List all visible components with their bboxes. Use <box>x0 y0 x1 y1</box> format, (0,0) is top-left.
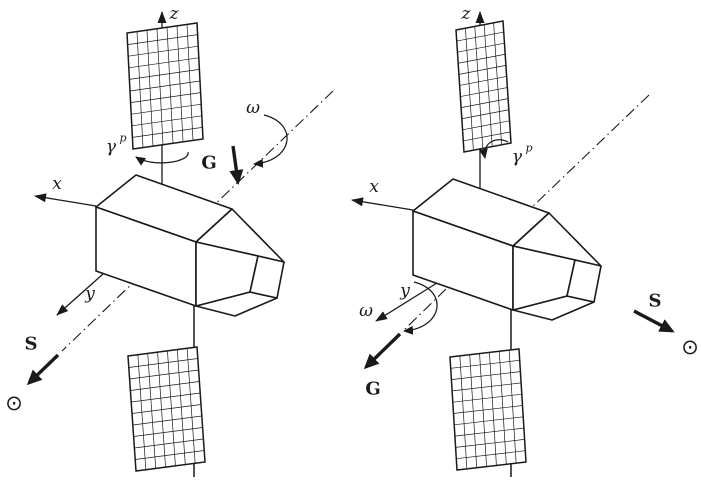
panel-angle-superscript: p <box>525 142 532 155</box>
x-axis-label: x <box>369 177 379 197</box>
angular-velocity-arrow <box>253 114 288 168</box>
panel-angle-label: γ <box>106 137 117 157</box>
y-axis-label: y <box>399 281 410 301</box>
gravity-vector-arrow <box>229 145 244 185</box>
angular-velocity-label: ω <box>246 98 260 118</box>
solar-panel-lower <box>449 348 527 471</box>
z-axis-label: z <box>169 4 180 24</box>
solar-panel-grid <box>128 348 205 470</box>
sun-vector-arrow <box>633 309 675 333</box>
spacecraft-config-left: z x y γ p ω G S ⊙ <box>5 4 334 477</box>
panel-angle-arrow <box>478 139 509 159</box>
gravity-vector-label: G <box>201 153 216 174</box>
nose-end-face <box>249 255 285 299</box>
sun-vector-label: S <box>649 291 662 312</box>
circled-dot-icon: ⊙ <box>681 335 699 359</box>
gravity-vector-arrow <box>363 332 402 370</box>
y-axis-line <box>375 282 438 322</box>
solar-panel-upper <box>126 22 204 150</box>
sun-vector-label: S <box>25 334 38 355</box>
circled-dot-icon: ⊙ <box>5 391 23 415</box>
spacecraft-body <box>95 174 285 317</box>
solar-panel-grid <box>127 24 203 148</box>
spacecraft-body <box>412 178 602 321</box>
gravity-vector-label: G <box>365 379 380 400</box>
rotation-axis-line-lower <box>61 275 141 352</box>
y-axis-line <box>56 273 104 316</box>
panel-angle-arrow <box>135 151 189 166</box>
panel-angle-label: γ <box>512 147 523 167</box>
z-axis-label: z <box>461 4 472 24</box>
spacecraft-config-right: z x y γ p ω G S ⊙ <box>351 4 699 477</box>
sun-vector-arrow <box>26 353 60 386</box>
x-axis-label: x <box>52 174 62 194</box>
solar-panel-lower <box>127 346 206 472</box>
solar-panel-face <box>455 20 512 153</box>
y-axis-label: y <box>84 284 95 304</box>
solar-panel-grid <box>456 22 511 151</box>
rotation-axis-line-upper <box>528 94 650 211</box>
panel-angle-superscript: p <box>119 132 126 145</box>
angular-velocity-label: ω <box>359 301 373 321</box>
solar-panel-grid <box>450 350 526 469</box>
rotation-axis-line-upper <box>207 90 334 212</box>
angular-velocity-arrow <box>403 281 438 335</box>
rotation-axis-line-lower <box>403 288 447 331</box>
x-axis-line <box>34 193 97 207</box>
nose-end-face <box>566 259 602 303</box>
solar-panel-upper <box>455 20 512 153</box>
x-axis-line <box>351 197 414 211</box>
